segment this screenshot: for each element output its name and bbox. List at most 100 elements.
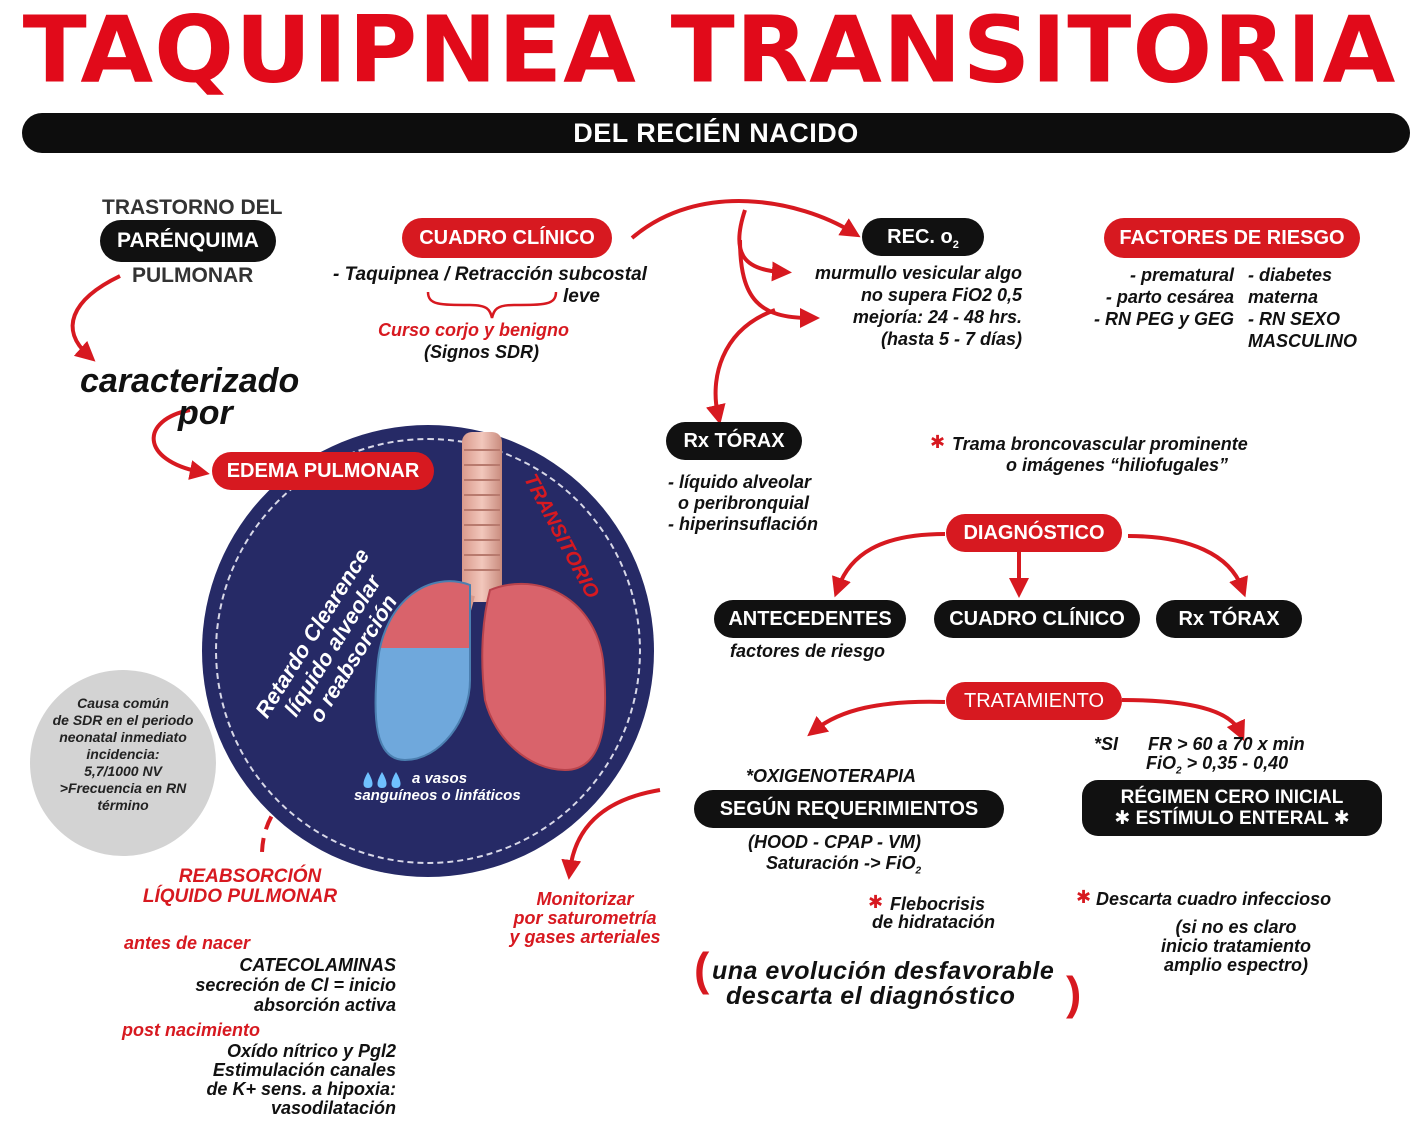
arrow-trat-left <box>807 699 946 737</box>
rec-line: (hasta 5 - 7 días) <box>880 329 1022 349</box>
edema-pill: EDEMA PULMONAR <box>212 452 434 490</box>
regimen-line1: RÉGIMEN CERO INICIAL <box>1120 787 1344 808</box>
arrow-branch-murmullo <box>737 209 792 282</box>
asterisk-icon: ✱ <box>1076 887 1092 907</box>
arrow-branch-rx <box>706 308 776 425</box>
diagnostico-pill: DIAGNÓSTICO <box>946 514 1122 552</box>
flebocrisis-line2: de hidratación <box>872 912 996 932</box>
arrow-por-edema <box>151 408 210 480</box>
reabsorcion-title-2: LÍQUIDO PULMONAR <box>142 886 338 907</box>
rec-o2-label: REC. o <box>887 226 953 248</box>
monitorizar-line: por saturometría <box>513 908 657 928</box>
si-line1: FR > 60 a 70 x min <box>1148 734 1305 754</box>
incidence-note-text: Causa común de SDR en el periodo neonata… <box>36 695 210 814</box>
caracterizado-line2: por <box>178 394 233 432</box>
antes-line: secreción de Cl = inicio <box>195 975 396 995</box>
lungs-circle-dashed-ring <box>215 438 641 864</box>
post-line: Oxído nítrico y Pgl2 <box>226 1041 396 1061</box>
note-line: de SDR en el periodo <box>52 712 194 728</box>
arrow-cuadro-rec <box>630 199 861 240</box>
evolucion-line1: una evolución desfavorable <box>712 957 1055 985</box>
droplet-icon <box>377 772 387 788</box>
rx-line: o peribronquial <box>678 493 810 513</box>
antecedentes-pill: ANTECEDENTES <box>714 600 906 638</box>
descarta-line: amplio espectro) <box>1163 955 1309 975</box>
antes-text: CATECOLAMINAS secreción de Cl = inicio a… <box>140 955 396 1015</box>
descarta-line: inicio tratamiento <box>1160 936 1312 956</box>
rec-line: no supera FiO2 0,5 <box>860 285 1022 305</box>
droplet-icon <box>363 772 373 788</box>
descarta-text: (si no es claro inicio tratamiento ampli… <box>1130 918 1342 975</box>
post-line: vasodilatación <box>270 1098 396 1118</box>
cuadro-clinico-diag-pill: CUADRO CLÍNICO <box>934 600 1140 638</box>
factores-col1: - prematural - parto cesárea - RN PEG y … <box>1070 264 1234 330</box>
antecedentes-sub: factores de riesgo <box>730 641 886 661</box>
arrow-trat-right <box>1121 698 1245 742</box>
antes-line: absorción activa <box>253 995 396 1015</box>
factores-pill: FACTORES DE RIESGO <box>1104 218 1360 258</box>
evolucion-open-paren: ( <box>694 943 710 995</box>
page-title: TAQUIPNEA TRANSITORIA <box>22 0 1397 104</box>
monitorizar-line: Monitorizar <box>536 889 634 909</box>
post-text: Oxído nítrico y Pgl2 Estimulación canale… <box>140 1042 396 1118</box>
asterisk-icon: ✱ <box>930 432 946 452</box>
dashed-line-reabsorcion <box>259 763 346 861</box>
si-fio-sub: 2 <box>1176 765 1182 777</box>
rec-line: murmullo vesicular algo <box>814 263 1022 283</box>
antes-label: antes de nacer <box>124 933 251 953</box>
right-lung <box>481 582 607 772</box>
evolucion-close-paren: ) <box>1066 967 1082 1019</box>
cuadro-line2: leve <box>563 286 600 307</box>
signos-text: (Signos SDR) <box>424 342 539 362</box>
subtitle-bar: DEL RECIÉN NACIDO <box>22 113 1410 153</box>
note-line: 5,7/1000 NV <box>84 763 162 779</box>
tratamiento-pill: TRATAMIENTO <box>946 682 1122 720</box>
rx-line: - hiperinsuflación <box>668 514 819 534</box>
rec-o2-text: murmullo vesicular algo no supera FiO2 0… <box>760 262 1022 350</box>
post-label: post nacimiento <box>122 1020 261 1040</box>
rec-o2-pill: REC. o2 <box>862 218 984 256</box>
saturacion-text: Saturación -> FiO2 <box>766 853 921 877</box>
rx-torax-text: - líquido alveolar o peribronquial - hip… <box>668 472 868 535</box>
si-range: > 0,35 - 0,40 <box>1181 753 1289 773</box>
monitorizar-line: y gases arteriales <box>509 927 661 947</box>
si-label: *SI <box>1094 734 1119 754</box>
regimen-pill: RÉGIMEN CERO INICIAL ✱ ESTÍMULO ENTERAL … <box>1082 780 1382 836</box>
factor-item: - RN SEXO <box>1248 309 1341 329</box>
note-line: Causa común <box>77 695 169 711</box>
reabsorcion-title-1: REABSORCIÓN <box>178 866 322 887</box>
factor-item: - prematural <box>1129 265 1234 285</box>
droplet-icon <box>391 772 401 788</box>
si-fio: FiO <box>1146 753 1176 773</box>
saturacion-sub: 2 <box>915 865 922 877</box>
rx-torax-diag-pill: Rx TÓRAX <box>1156 600 1302 638</box>
note-line: término <box>97 797 149 813</box>
trastorno-line3: PULMONAR <box>132 264 254 287</box>
saturacion-label: Saturación -> FiO <box>766 853 916 873</box>
factor-item: - RN PEG y GEG <box>1093 309 1234 329</box>
trama-line1: Trama broncovascular prominente <box>952 434 1248 454</box>
regimen-line2: ✱ ESTÍMULO ENTERAL ✱ <box>1114 808 1350 829</box>
arrow-oxigeno-monitorizar <box>561 788 661 880</box>
note-line: neonatal inmediato <box>59 729 187 745</box>
flebocrisis-line1: Flebocrisis <box>890 894 986 914</box>
arrow-diag-antecedentes <box>832 532 946 598</box>
note-line: incidencia: <box>86 746 160 762</box>
cuadro-line1: - Taquipnea / Retracción subcostal <box>333 264 647 285</box>
factores-col2: - diabetes materna - RN SEXO MASCULINO <box>1248 264 1408 352</box>
descarta-line1: Descarta cuadro infeccioso <box>1096 889 1332 909</box>
vasos-line1: a vasos <box>412 770 468 787</box>
rx-line: - líquido alveolar <box>668 472 812 492</box>
si-line2: FiO2 > 0,35 - 0,40 <box>1146 753 1288 777</box>
cuadro-clinico-pill: CUADRO CLÍNICO <box>402 218 612 258</box>
incidence-note-circle <box>30 670 216 856</box>
note-line: >Frecuencia en RN <box>59 780 187 796</box>
trastorno-line1: TRASTORNO DEL <box>102 196 283 219</box>
monitorizar-text: Monitorizar por saturometría y gases art… <box>490 890 680 947</box>
factor-item: - parto cesárea <box>1105 287 1234 307</box>
asterisk-icon: ✱ <box>868 892 884 912</box>
vasos-line2: sanguíneos o linfáticos <box>354 787 521 804</box>
rec-o2-sub: 2 <box>952 239 959 251</box>
